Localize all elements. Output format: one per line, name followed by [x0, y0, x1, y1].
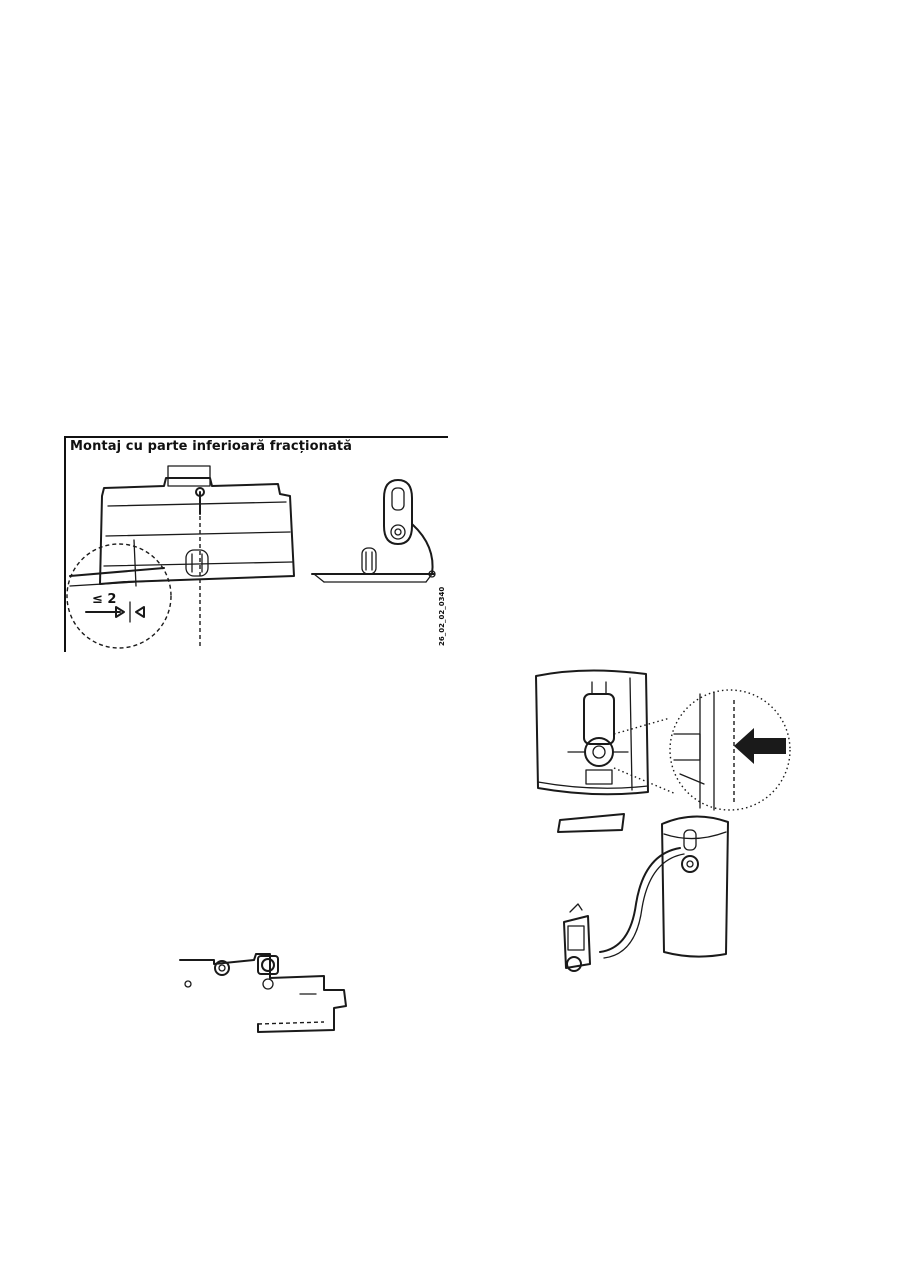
- figure-frame-top: [64, 436, 448, 438]
- figure-split-mounting: Montaj cu parte inferioară fracționată: [64, 436, 450, 652]
- figure-title: Montaj cu parte inferioară fracționată: [70, 439, 353, 454]
- drawing-code-wrap: 26_02_02_0340: [438, 587, 498, 654]
- figure-frame-left: [64, 436, 66, 652]
- mounting-plate-drawing: [179, 953, 347, 1033]
- figure-device-assembly: [524, 664, 794, 984]
- figure-mounting-plate: [174, 950, 360, 1050]
- drawing-code: 26_02_02_0340: [438, 586, 446, 646]
- split-mounting-drawing: [66, 465, 436, 649]
- measure-label: ≤ 2: [92, 592, 117, 607]
- device-assembly-drawing: [535, 669, 791, 972]
